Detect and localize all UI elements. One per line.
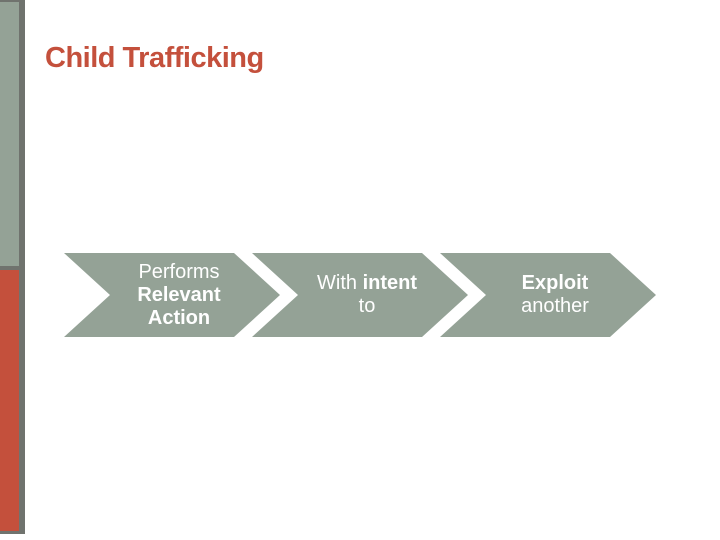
step-text-line: With intent (317, 272, 417, 295)
step-text-line: another (521, 295, 589, 318)
text-segment: intent (362, 272, 417, 294)
step-text-line: Performs (138, 261, 219, 284)
process-step-performs-relevant-action: Performs Relevant Action (64, 253, 280, 337)
text-segment: another (521, 295, 589, 317)
process-step-exploit-another: Exploit another (440, 253, 656, 337)
step-text-line: to (359, 295, 376, 318)
step-text-line: Relevant (137, 284, 220, 307)
text-segment: Relevant (137, 283, 221, 306)
step-text-line: Exploit (522, 272, 589, 295)
sidebar-accent-bar-red (0, 270, 25, 534)
step-text-line: Action (148, 307, 210, 330)
text-segment: With (317, 272, 363, 294)
text-segment: Action (147, 306, 211, 329)
sidebar-accent-bar-green (0, 0, 25, 270)
slide-title: Child Trafficking (45, 42, 264, 74)
process-step-with-intent-to: With intent to (252, 253, 468, 337)
text-segment: Exploit (521, 272, 589, 294)
text-segment: Performs (138, 260, 220, 283)
text-segment: to (358, 295, 376, 317)
